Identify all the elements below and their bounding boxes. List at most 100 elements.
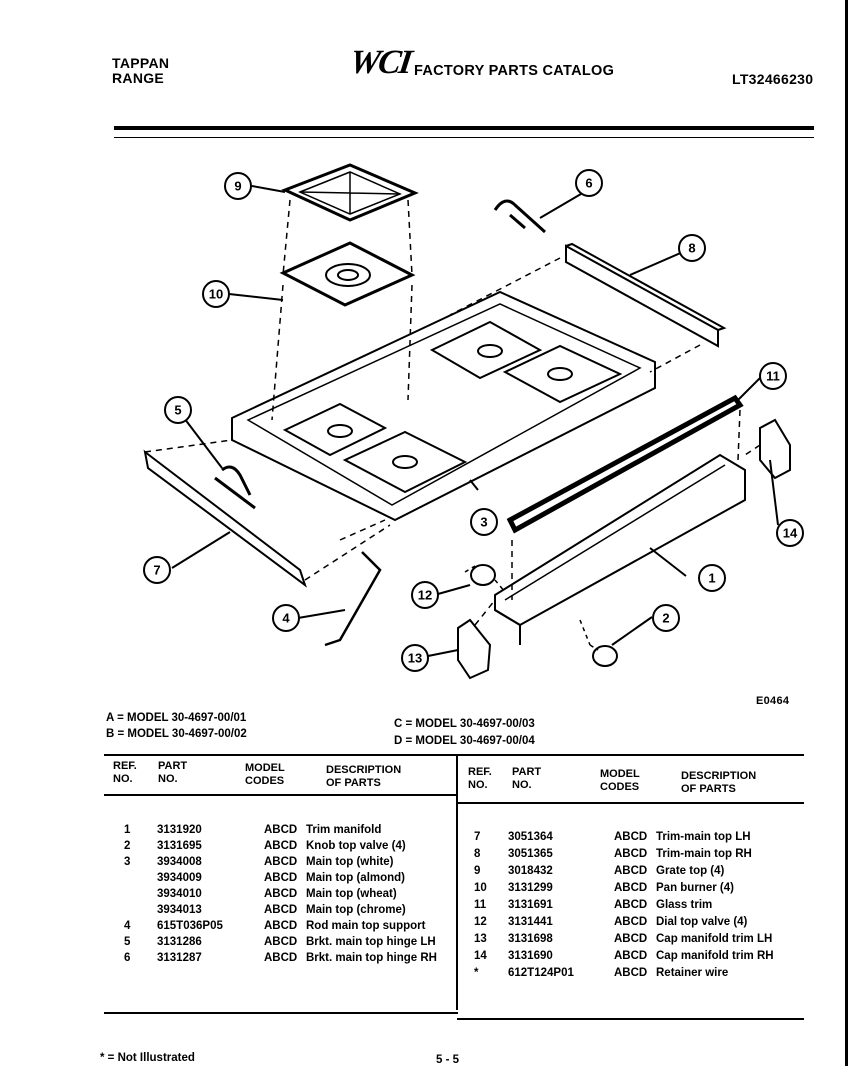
ref-cell: 9 (474, 865, 481, 877)
callout-9: 9 (234, 179, 241, 194)
desc-cell: Trim-main top RH (656, 848, 752, 860)
callout-13: 13 (408, 651, 422, 666)
codes-cell: ABCD (614, 831, 648, 843)
header-text: CODES (600, 781, 640, 793)
codes-cell: ABCD (614, 865, 648, 877)
desc-cell: Brkt. main top hinge LH (306, 936, 436, 948)
codes-cell: ABCD (264, 872, 298, 884)
knob-part (592, 645, 618, 667)
desc-cell: Cap manifold trim LH (656, 933, 773, 945)
trim-rh-part (565, 244, 719, 348)
part-cell: 615T036P05 (157, 920, 223, 932)
header-ref-right: REF. NO. (468, 766, 492, 792)
dial-part (470, 564, 496, 586)
desc-cell: Main top (chrome) (306, 904, 406, 916)
callout-2: 2 (662, 611, 669, 626)
callout-4: 4 (282, 611, 290, 626)
brand-line-1: TAPPAN (112, 55, 170, 71)
callout-6: 6 (585, 176, 592, 191)
ref-cell: 7 (474, 831, 481, 843)
callout-10: 10 (209, 287, 223, 302)
ref-cell: 10 (474, 882, 487, 894)
part-cell: 3934009 (157, 872, 202, 884)
table-bottom-rule-right (457, 1018, 804, 1020)
callout-3: 3 (480, 515, 487, 530)
callout-14: 14 (783, 526, 798, 541)
page-edge (845, 0, 848, 1066)
callout-circle-8 (678, 234, 706, 262)
desc-cell: Main top (almond) (306, 872, 406, 884)
catalog-title: FACTORY PARTS CATALOG (414, 63, 615, 79)
part-cell: 3131695 (157, 840, 202, 852)
callout-circle-5 (164, 396, 192, 424)
callout-5: 5 (174, 403, 181, 418)
glass-trim-part (506, 394, 744, 534)
header-model-left: MODEL CODES (245, 762, 285, 788)
codes-cell: ABCD (614, 899, 648, 911)
grate-part (281, 163, 419, 222)
trim-manifold-part (494, 453, 746, 627)
header-part-left: PART NO. (158, 760, 187, 786)
codes-cell: ABCD (264, 936, 298, 948)
desc-cell: Brkt. main top hinge RH (306, 952, 437, 964)
figure-code: E0464 (756, 695, 790, 707)
cap-rh-part (759, 418, 791, 480)
desc-cell: Trim manifold (306, 824, 382, 836)
part-cell: 3131286 (157, 936, 202, 948)
header-text: REF. (468, 766, 492, 778)
desc-cell: Pan burner (4) (656, 882, 734, 894)
part-cell: 3051364 (508, 831, 553, 843)
ref-cell: 11 (474, 899, 487, 911)
brand-line-2: RANGE (112, 70, 165, 86)
cap-lh-part (457, 618, 492, 680)
footnote: * = Not Illustrated (100, 1052, 195, 1064)
codes-cell: ABCD (264, 904, 298, 916)
ref-cell: 3 (124, 856, 131, 868)
codes-cell: ABCD (614, 882, 648, 894)
table-header-rule-right (457, 802, 804, 804)
desc-cell: Main top (wheat) (306, 888, 397, 900)
callout-1: 1 (708, 571, 715, 586)
codes-cell: ABCD (614, 916, 648, 928)
callout-circle-6 (575, 169, 603, 197)
part-cell: 3131287 (157, 952, 202, 964)
callout-markers (143, 169, 804, 672)
wci-logo: WCI (347, 44, 413, 81)
catalog-number: LT32466230 (732, 71, 814, 87)
codes-cell: ABCD (264, 920, 298, 932)
pan-burner-part (279, 241, 416, 307)
header-text: NO. (468, 779, 488, 791)
ref-cell: 6 (124, 952, 131, 964)
codes-cell: ABCD (264, 888, 298, 900)
codes-cell: ABCD (264, 824, 298, 836)
hinge-lh-part (214, 465, 256, 510)
desc-cell: Rod main top support (306, 920, 426, 932)
part-cell: 3018432 (508, 865, 553, 877)
callout-circle-3 (470, 508, 498, 536)
part-cell: 612T124P01 (508, 967, 574, 979)
codes-cell: ABCD (614, 933, 648, 945)
table-divider (456, 756, 458, 1010)
callout-11: 11 (766, 369, 780, 384)
header-ref-left: REF. NO. (113, 760, 137, 786)
desc-cell: Retainer wire (656, 967, 729, 979)
part-cell: 3131690 (508, 950, 553, 962)
codes-cell: ABCD (614, 950, 648, 962)
model-b: B = MODEL 30-4697-00/02 (106, 728, 247, 740)
main-top-part (231, 290, 656, 522)
header-text: NO. (113, 773, 133, 785)
ref-cell: 12 (474, 916, 487, 928)
desc-cell: Glass trim (656, 899, 713, 911)
codes-cell: ABCD (614, 848, 648, 860)
header-model-right: MODEL CODES (600, 768, 640, 794)
callout-circle-7 (143, 556, 171, 584)
ref-cell: 2 (124, 840, 131, 852)
header-rule (114, 126, 814, 130)
ref-cell: 1 (124, 824, 131, 836)
desc-cell: Main top (white) (306, 856, 394, 868)
ref-cell: 4 (124, 920, 131, 932)
part-cell: 3131299 (508, 882, 553, 894)
hinge-rh-part (493, 199, 547, 234)
callout-circle-11 (759, 362, 787, 390)
part-cell: 3934010 (157, 888, 202, 900)
